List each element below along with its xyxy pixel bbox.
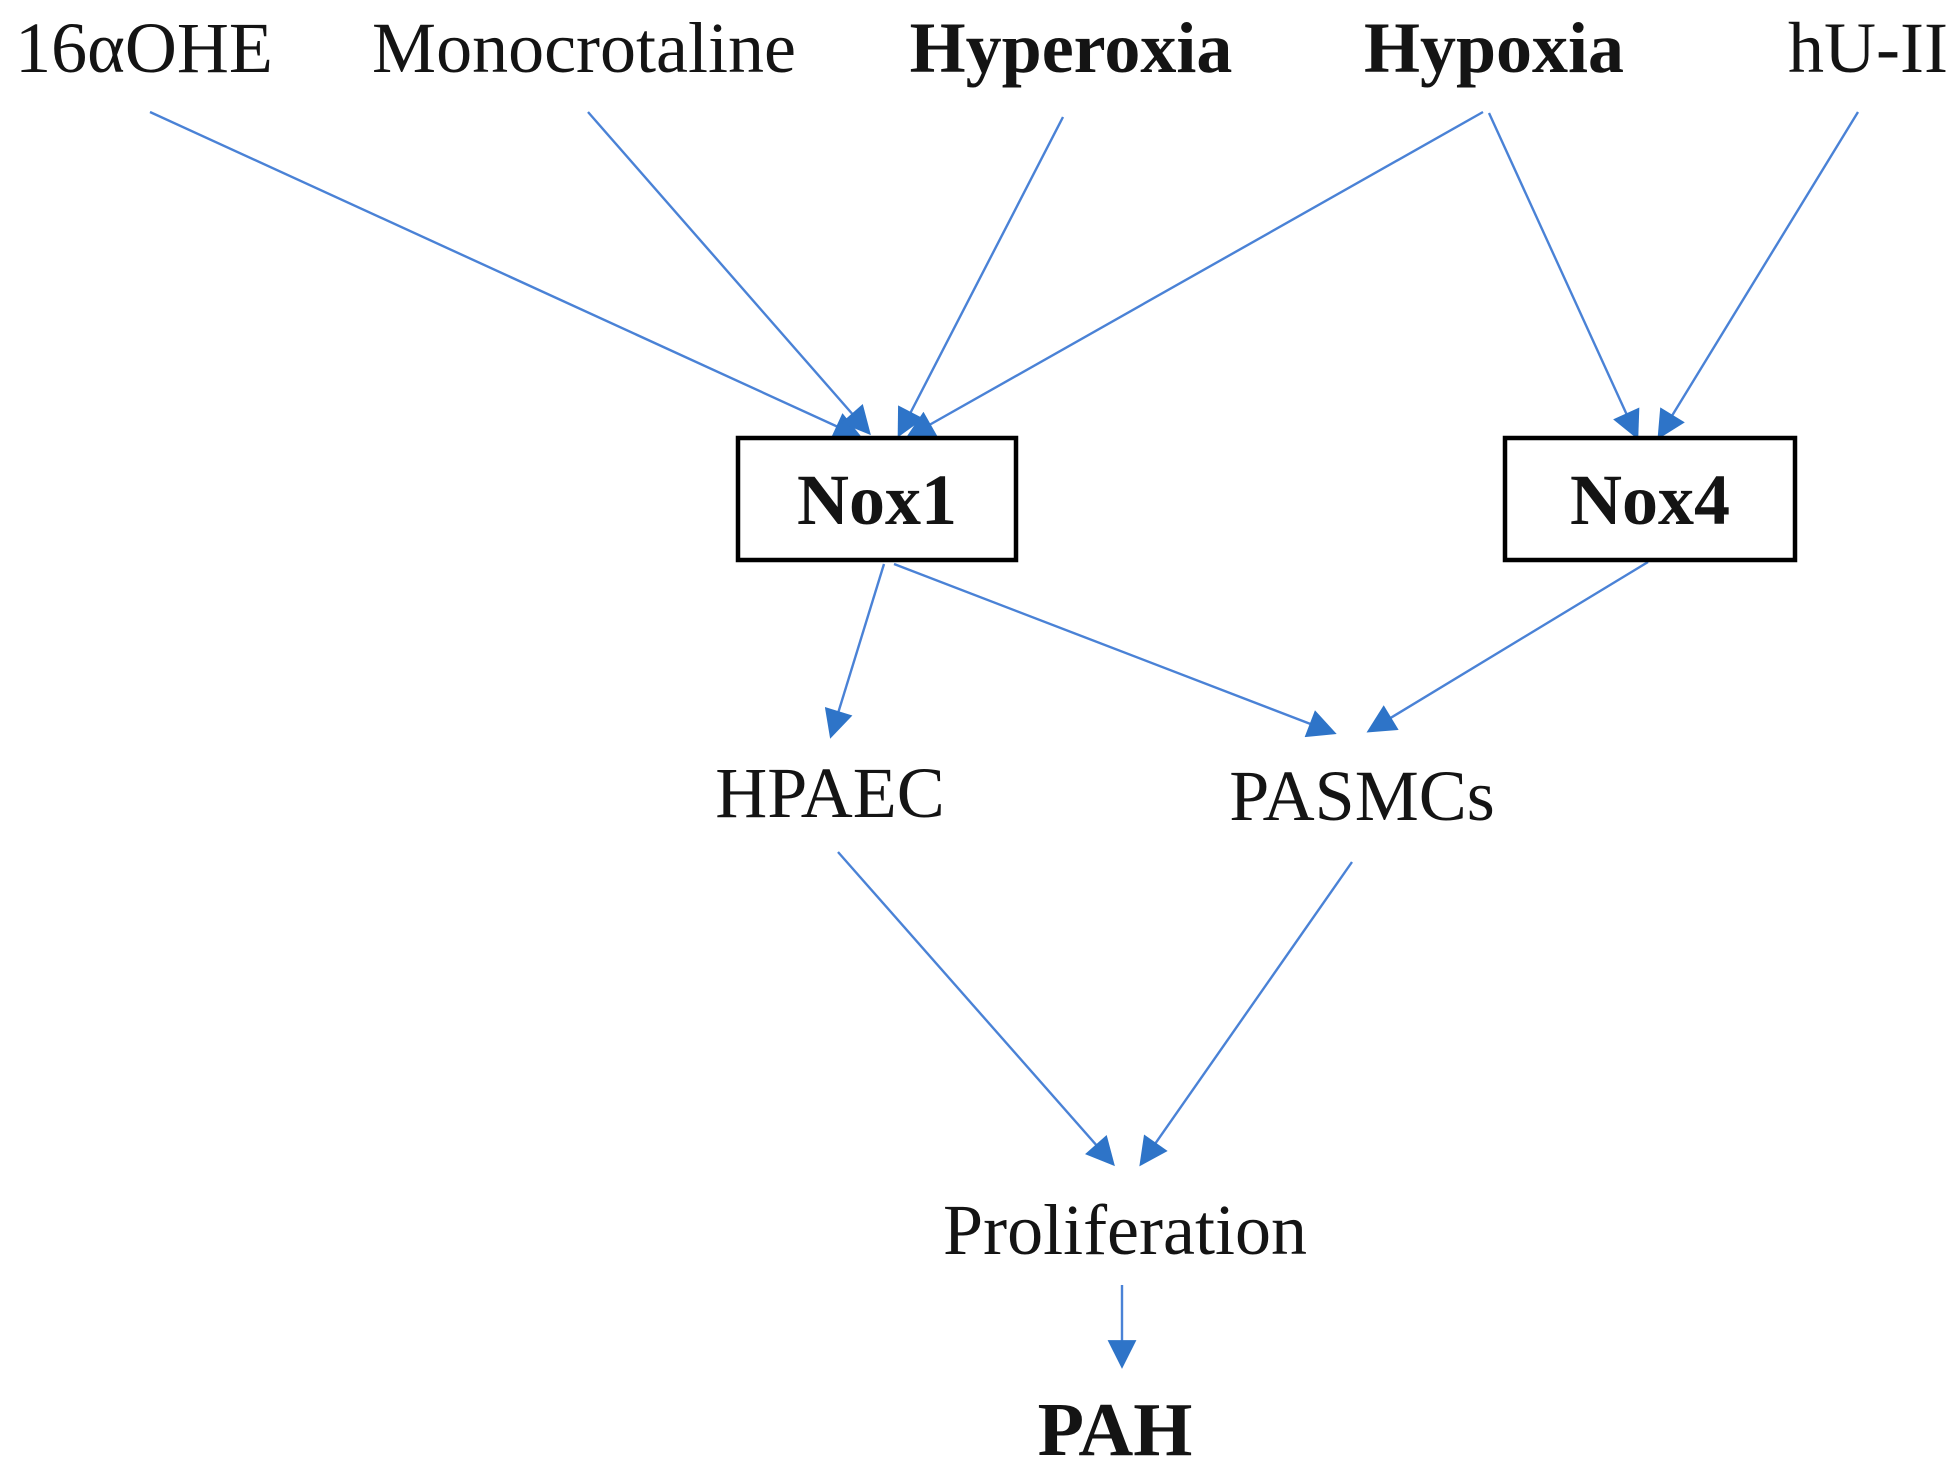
node-label-monocrotaline: Monocrotaline	[372, 8, 796, 88]
edge-hypoxia-to-nox1	[905, 110, 1484, 439]
node-label-nox4: Nox4	[1570, 460, 1730, 540]
node-label-hpaec: HPAEC	[715, 753, 944, 833]
edge-pasmcs-to-proliferation	[1139, 861, 1353, 1167]
node-label-16aohe: 16αOHE	[15, 8, 273, 88]
nox4-box	[1502, 435, 1798, 563]
node-label-pah: PAH	[1038, 1388, 1193, 1472]
edge-monocrotaline-to-nox1	[587, 111, 871, 436]
edge-16aohe-to-nox1	[149, 110, 863, 440]
node-label-pasmcs: PASMCs	[1229, 756, 1495, 836]
node-label-hyperoxia: Hyperoxia	[910, 8, 1233, 88]
node-label-proliferation: Proliferation	[943, 1190, 1307, 1270]
node-label-huii: hU-II	[1788, 8, 1948, 88]
edge-nox4-to-pasmcs	[1366, 560, 1649, 733]
node-label-nox1: Nox1	[797, 460, 957, 540]
edge-hpaec-to-proliferation	[837, 851, 1115, 1167]
node-label-hypoxia: Hypoxia	[1364, 8, 1624, 88]
edge-nox1-to-pasmcs	[893, 562, 1337, 738]
nox1-box	[735, 435, 1019, 563]
edge-nox1-to-hpaec	[824, 563, 886, 739]
edge-huii-to-nox4	[1657, 111, 1860, 440]
edge-hypoxia-to-nox4	[1487, 112, 1640, 440]
edge-hyperoxia-to-nox1	[897, 116, 1065, 438]
